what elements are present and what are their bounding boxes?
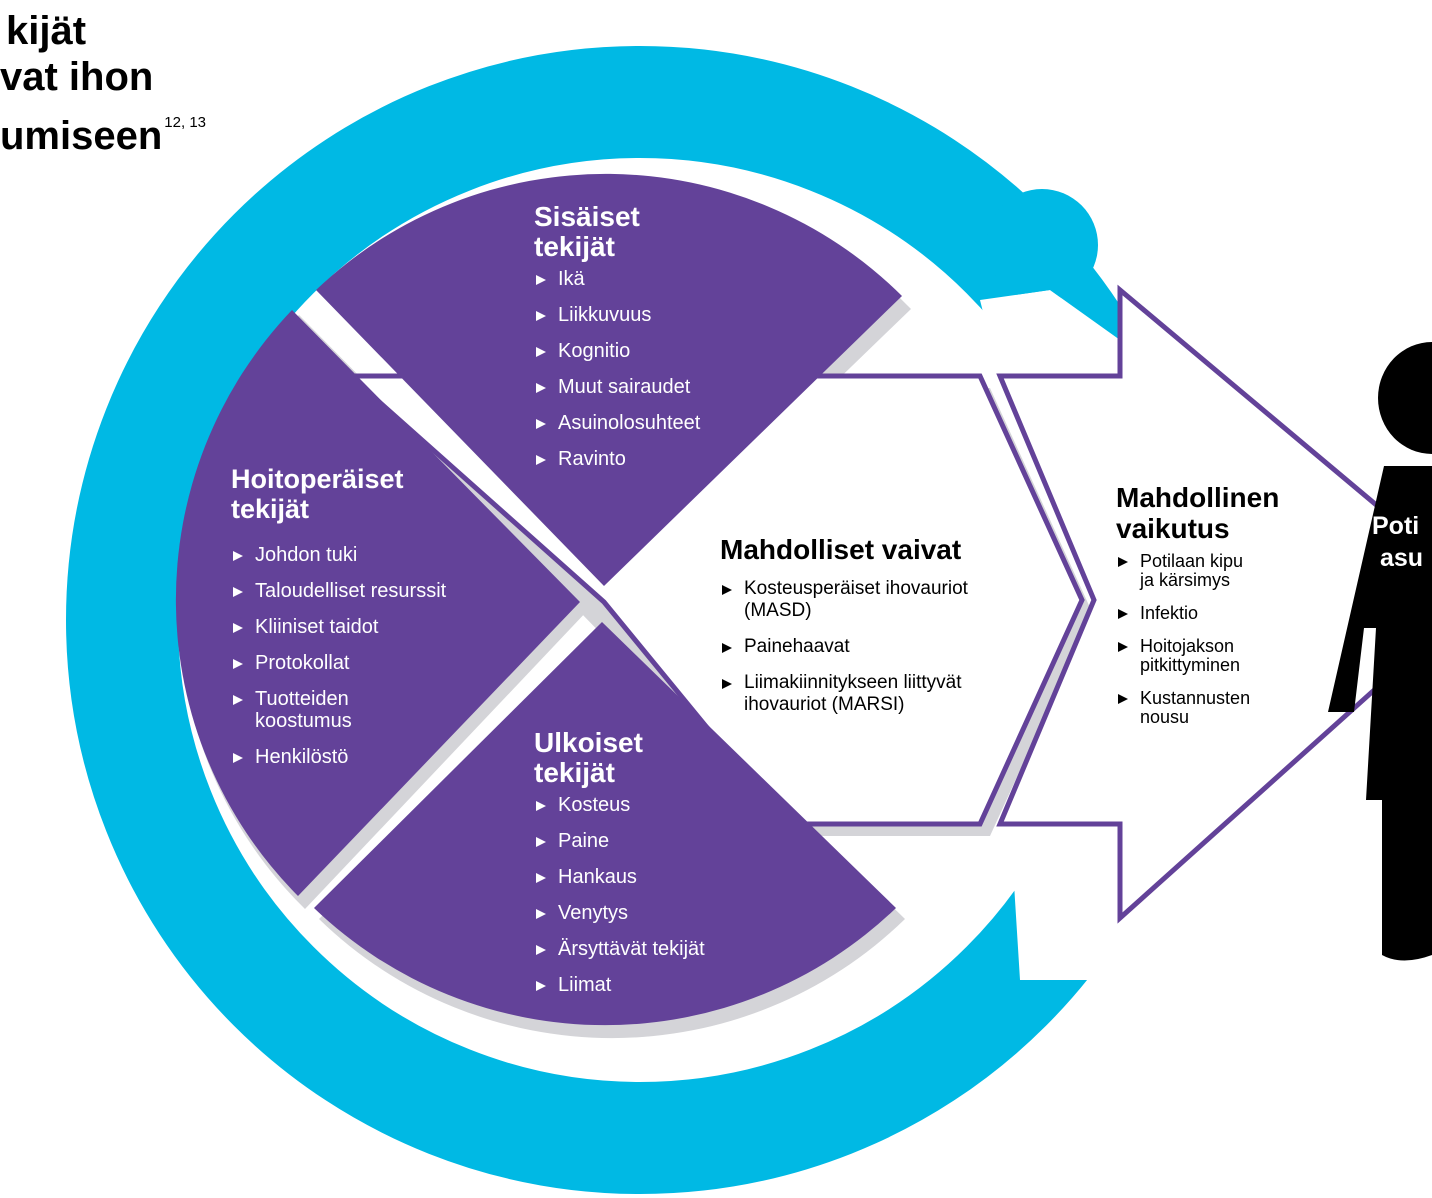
vaivat-list: Kosteusperäiset ihovauriot(MASD) Paineha… bbox=[720, 578, 1060, 716]
ulkoiset-list: Kosteus Paine Hankaus Venytys Ärsyttävät… bbox=[534, 794, 774, 996]
ulkoiset-heading-line-1: Ulkoiset bbox=[534, 727, 643, 758]
hoitoperaiset-item-line-2: koostumus bbox=[255, 710, 352, 732]
title-line-3-text: umiseen bbox=[0, 114, 163, 158]
vaikutus-heading: Mahdollinen vaikutus bbox=[1116, 482, 1326, 544]
title-line-1: kijät bbox=[6, 9, 87, 53]
vaivat-block: Mahdolliset vaivat Kosteusperäiset ihova… bbox=[720, 534, 1060, 716]
vaivat-item: Painehaavat bbox=[720, 636, 1060, 658]
vaivat-item-line-2: (MASD) bbox=[744, 600, 812, 621]
patient-figure bbox=[1328, 342, 1432, 961]
ulkoiset-item: Kosteus bbox=[534, 794, 774, 816]
ulkoiset-item: Paine bbox=[534, 830, 774, 852]
ulkoiset-heading: Ulkoiset tekijät bbox=[534, 728, 774, 788]
sisaiset-list: Ikä Liikkuvuus Kognitio Muut sairaudet A… bbox=[534, 268, 764, 470]
hoitoperaiset-item: Protokollat bbox=[231, 652, 521, 674]
vaikutus-item-line-1: Potilaan kipu bbox=[1140, 551, 1244, 571]
ulkoiset-item: Venytys bbox=[534, 902, 774, 924]
hoitoperaiset-block: Hoitoperäiset tekijät Johdon tuki Taloud… bbox=[231, 464, 521, 768]
sector-ulkoiset bbox=[314, 622, 896, 1026]
sisaiset-item: Liikkuvuus bbox=[534, 304, 764, 326]
ulkoiset-item: Liimat bbox=[534, 974, 774, 996]
hoitoperaiset-heading: Hoitoperäiset tekijät bbox=[231, 464, 521, 524]
vaikutus-item-line-1: Hoitojakson bbox=[1140, 636, 1235, 656]
patient-label-line-2: asu bbox=[1380, 544, 1424, 572]
sector-hoitoperaiset bbox=[175, 310, 580, 896]
sisaiset-item: Muut sairaudet bbox=[534, 376, 764, 398]
vaikutus-arrow bbox=[996, 284, 1432, 924]
vaikutus-item-line-2: pitkittyminen bbox=[1140, 655, 1241, 675]
sisaiset-heading-line-1: Sisäiset bbox=[534, 201, 640, 232]
sector-sisaiset bbox=[316, 173, 902, 586]
hoitoperaiset-item: Henkilöstö bbox=[231, 746, 521, 768]
sisaiset-item: Kognitio bbox=[534, 340, 764, 362]
patient-label: Poti asu bbox=[1372, 510, 1432, 574]
vaivat-item-line-1: Liimakiinnitykseen liittyvät bbox=[744, 672, 962, 693]
hoitoperaiset-item-line-1: Tuotteiden bbox=[255, 688, 349, 710]
hoitoperaiset-list: Johdon tuki Taloudelliset resurssit Klii… bbox=[231, 544, 521, 768]
title-line-2: vat ihon bbox=[0, 55, 154, 99]
ulkoiset-block: Ulkoiset tekijät Kosteus Paine Hankaus V… bbox=[534, 728, 774, 997]
ulkoiset-item: Ärsyttävät tekijät bbox=[534, 938, 774, 960]
sisaiset-heading-line-2: tekijät bbox=[534, 231, 615, 262]
hoitoperaiset-heading-line-1: Hoitoperäiset bbox=[231, 464, 404, 494]
patient-label-line-1: Poti bbox=[1372, 512, 1420, 540]
sisaiset-item: Asuinolosuhteet bbox=[534, 412, 764, 434]
sisaiset-item: Ravinto bbox=[534, 448, 764, 470]
sisaiset-item: Ikä bbox=[534, 268, 764, 290]
vaikutus-heading-line-1: Mahdollinen bbox=[1116, 482, 1280, 513]
sisaiset-block: Sisäiset tekijät Ikä Liikkuvuus Kognitio… bbox=[534, 202, 764, 471]
hoitoperaiset-item: Kliiniset taidot bbox=[231, 616, 521, 638]
vaivat-item-line-2: ihovauriot (MARSI) bbox=[744, 694, 905, 715]
hoitoperaiset-heading-line-2: tekijät bbox=[231, 494, 310, 524]
hoitoperaiset-item: Johdon tuki bbox=[231, 544, 521, 566]
vaikutus-item-line-1: Kustannusten bbox=[1140, 688, 1251, 708]
vaikutus-heading-line-2: vaikutus bbox=[1116, 513, 1230, 544]
vaivat-item-line-1: Kosteusperäiset ihovauriot bbox=[744, 578, 968, 599]
vaikutus-item-line-2: ja kärsimys bbox=[1140, 570, 1231, 590]
vaivat-heading: Mahdolliset vaivat bbox=[720, 534, 962, 565]
vaivat-item: Kosteusperäiset ihovauriot(MASD) bbox=[720, 578, 1060, 622]
hoitoperaiset-item: Taloudelliset resurssit bbox=[231, 580, 521, 602]
ulkoiset-item: Hankaus bbox=[534, 866, 774, 888]
vaikutus-item: Infektio bbox=[1116, 604, 1326, 623]
title-reference: 12, 13 bbox=[164, 114, 207, 131]
sisaiset-heading: Sisäiset tekijät bbox=[534, 202, 764, 262]
ulkoiset-heading-line-2: tekijät bbox=[534, 757, 615, 788]
ring-end-top bbox=[986, 189, 1098, 301]
vaikutus-item-line-2: nousu bbox=[1140, 707, 1190, 727]
